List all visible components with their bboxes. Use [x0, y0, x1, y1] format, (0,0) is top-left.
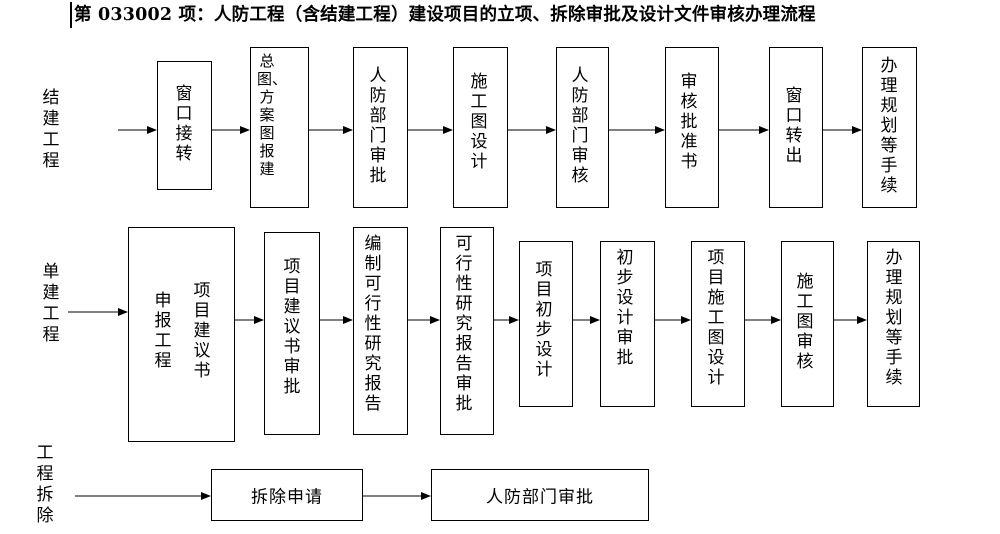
step-label: 审核批准书 — [680, 72, 698, 172]
step-box: 项目初步设计 — [519, 241, 573, 407]
step-box: 拆除申请 — [211, 469, 363, 521]
step-box: 审核批准书 — [665, 47, 719, 208]
step-label: 人防部门审批 — [369, 66, 387, 186]
step-box: 办理规划等手续 — [862, 47, 917, 208]
step-label: 办理规划等手续 — [885, 248, 903, 388]
page-title: 第 033002 项：人防工程（含结建工程）建设项目的立项、拆除审批及设计文件审… — [70, 2, 816, 28]
row-label-jiejian: 结建工程 — [42, 88, 60, 171]
step-label: 窗口接转 — [175, 84, 193, 164]
step-label: 拆除申请 — [251, 487, 323, 508]
step-box: 施工图设计 — [453, 47, 508, 208]
row-label-danjian: 单建工程 — [42, 262, 60, 345]
step-label: 项目初步设计 — [535, 260, 553, 380]
step-label: 施工图审核 — [796, 272, 814, 372]
step-box: 人防部门审批 — [353, 47, 408, 208]
step-label: 初步设计审批 — [616, 248, 634, 368]
step-box: 初步设计审批 — [600, 241, 655, 407]
step-box: 窗口接转 — [157, 61, 212, 190]
step-label: 总图、方案图报建 — [257, 52, 288, 178]
step-box: 办理规划等手续 — [867, 241, 920, 407]
step-box: 编制可行性研究报告 — [353, 227, 408, 435]
step-box: 可行性研究报告审批 — [440, 227, 494, 435]
step-label: 可行性研究报告审批 — [455, 234, 473, 414]
step-box: 项目施工图设计 — [691, 241, 745, 407]
step-label: 人防部门审核 — [571, 66, 589, 186]
step-box: 申报工程 项目建议书 — [128, 227, 235, 442]
step-box: 人防部门审核 — [556, 47, 609, 208]
step-box: 施工图审核 — [781, 241, 834, 407]
step-label: 项目施工图设计 — [707, 248, 725, 388]
step-label: 项目建议书审批 — [283, 257, 301, 397]
step-box: 总图、方案图报建 — [250, 47, 309, 208]
step-label: 项目建议书 — [193, 281, 211, 381]
step-label: 施工图设计 — [470, 72, 488, 172]
step-box: 项目建议书审批 — [264, 232, 320, 435]
step-box: 人防部门审批 — [431, 469, 649, 521]
step-label: 窗口转出 — [785, 86, 803, 166]
step-label: 申报工程 — [154, 291, 172, 371]
step-box: 窗口转出 — [769, 47, 823, 208]
step-label: 人防部门审批 — [486, 487, 594, 508]
row-label-chaichu: 工程拆除 — [36, 443, 54, 526]
step-label: 编制可行性研究报告 — [364, 234, 382, 414]
step-label: 办理规划等手续 — [880, 56, 898, 196]
